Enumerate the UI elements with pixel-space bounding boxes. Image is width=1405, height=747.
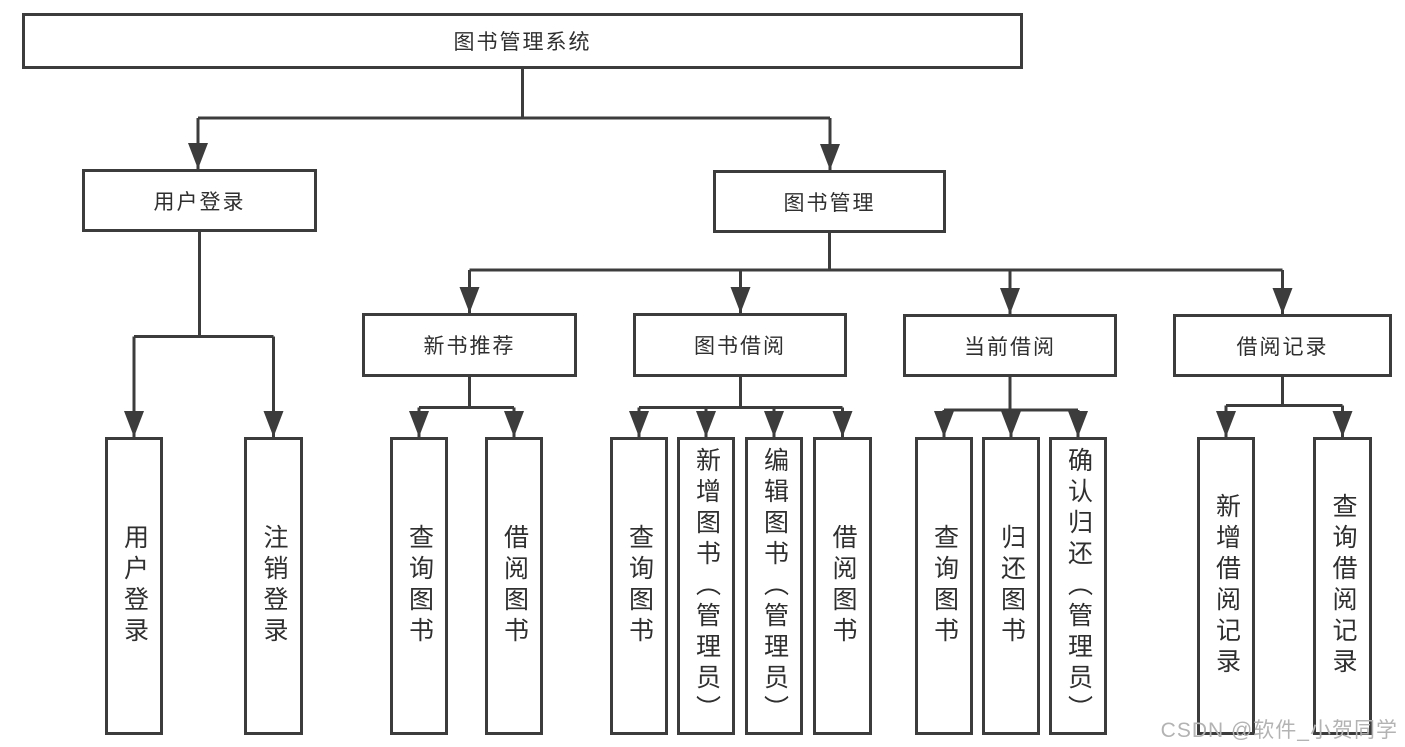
node-book-borrow-label: 图书借阅 bbox=[694, 335, 786, 358]
leaf-query-book-2: 查询图书 bbox=[610, 437, 668, 735]
node-root: 图书管理系统 bbox=[22, 13, 1023, 69]
node-new-book-recommend-label: 新书推荐 bbox=[423, 335, 516, 358]
node-borrow-record-label: 借阅记录 bbox=[1236, 335, 1329, 359]
leaf-edit-book-admin: 编辑图书（管理员） bbox=[745, 437, 803, 735]
leaf-label: 查询图书 bbox=[625, 524, 654, 648]
node-new-book-recommend: 新书推荐 bbox=[362, 313, 577, 377]
leaf-add-borrow-record: 新增借阅记录 bbox=[1197, 437, 1255, 735]
leaf-add-book-admin: 新增图书（管理员） bbox=[677, 437, 735, 735]
leaf-query-borrow-record: 查询借阅记录 bbox=[1313, 437, 1372, 735]
leaf-borrow-book-1: 借阅图书 bbox=[485, 437, 543, 735]
node-book-management: 图书管理 bbox=[713, 170, 946, 233]
leaf-label: 确认归还（管理员） bbox=[1064, 446, 1093, 726]
leaf-label: 新增借阅记录 bbox=[1212, 493, 1241, 679]
leaf-confirm-return-admin: 确认归还（管理员） bbox=[1049, 437, 1107, 735]
leaf-label: 借阅图书 bbox=[829, 524, 857, 648]
node-book-management-label: 图书管理 bbox=[783, 191, 876, 215]
leaf-user-login: 用户登录 bbox=[105, 437, 163, 735]
leaf-logout: 注销登录 bbox=[244, 437, 303, 735]
node-root-label: 图书管理系统 bbox=[453, 31, 592, 54]
leaf-label: 注销登录 bbox=[260, 524, 288, 648]
leaf-label: 编辑图书（管理员） bbox=[760, 446, 789, 726]
leaf-label: 用户登录 bbox=[120, 524, 149, 648]
leaf-label: 借阅图书 bbox=[500, 524, 529, 648]
node-borrow-record: 借阅记录 bbox=[1173, 314, 1392, 377]
leaf-label: 查询图书 bbox=[930, 524, 959, 648]
node-book-borrow: 图书借阅 bbox=[633, 313, 847, 377]
leaf-borrow-book-2: 借阅图书 bbox=[813, 437, 872, 735]
node-current-borrow: 当前借阅 bbox=[903, 314, 1117, 377]
leaf-query-book-3: 查询图书 bbox=[915, 437, 973, 735]
csdn-watermark: CSDN @软件_小贺同学 bbox=[1160, 719, 1398, 742]
leaf-return-book: 归还图书 bbox=[982, 437, 1040, 735]
leaf-label: 归还图书 bbox=[997, 524, 1026, 648]
leaf-label: 新增图书（管理员） bbox=[692, 446, 721, 726]
leaf-label: 查询借阅记录 bbox=[1329, 493, 1357, 679]
leaf-label: 查询图书 bbox=[405, 524, 434, 648]
node-user-login: 用户登录 bbox=[82, 169, 317, 232]
node-current-borrow-label: 当前借阅 bbox=[964, 335, 1056, 359]
node-user-login-label: 用户登录 bbox=[153, 190, 246, 214]
leaf-query-book-1: 查询图书 bbox=[390, 437, 448, 735]
